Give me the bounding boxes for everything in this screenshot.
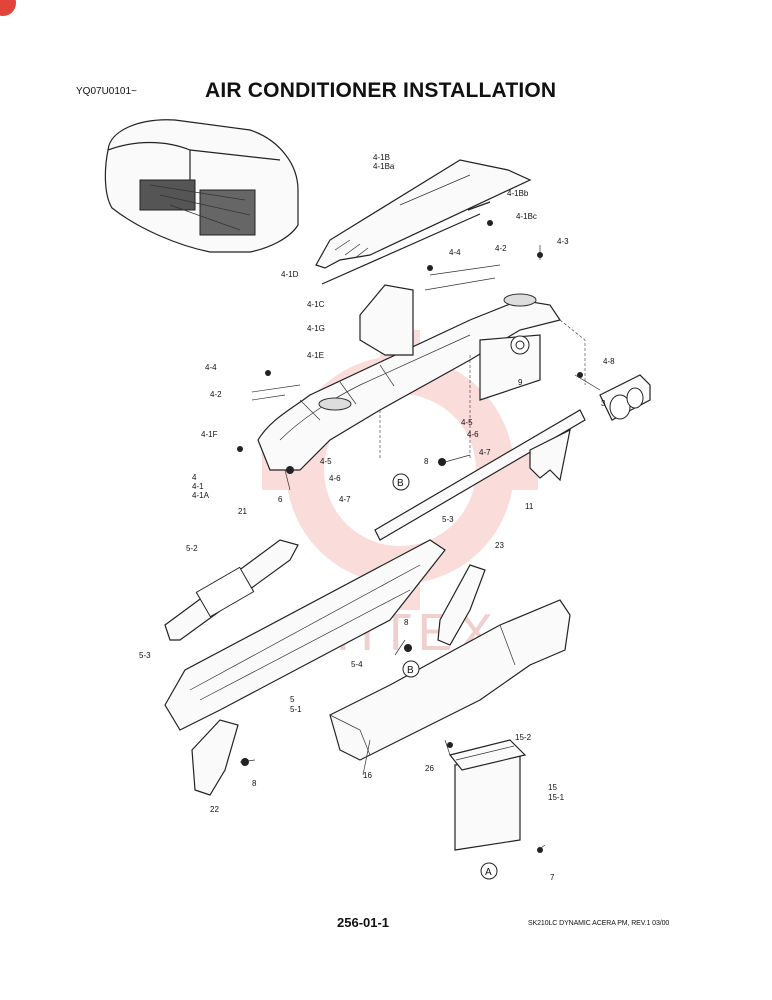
callout: 4-3 — [557, 237, 569, 246]
callout: 4-1G — [307, 324, 325, 333]
machine-overview — [104, 119, 299, 253]
page-title: AIR CONDITIONER INSTALLATION — [205, 79, 557, 102]
callout: 4-1A — [192, 491, 210, 500]
callout: 4-7 — [339, 495, 351, 504]
callout: 7 — [550, 873, 555, 882]
callout: 4-1 — [192, 482, 204, 491]
callout: 5-2 — [186, 544, 198, 553]
callout: 16 — [363, 771, 372, 780]
corner-marker — [0, 0, 16, 16]
svg-text:B: B — [397, 478, 404, 489]
callout: 6 — [278, 495, 283, 504]
callout: 5-1 — [290, 705, 302, 714]
callout: 5-3 — [442, 515, 454, 524]
callout: 4 — [192, 473, 197, 482]
callout: 4-4 — [449, 248, 461, 257]
callout: 4-1Bb — [507, 189, 529, 198]
callout: 4-2 — [495, 244, 507, 253]
callout: 4-1F — [201, 430, 218, 439]
callout: 4-1C — [307, 300, 325, 309]
callout: 15 — [548, 783, 557, 792]
callout: 4-1Bc — [516, 212, 537, 221]
svg-text:B: B — [407, 665, 414, 676]
callout: 5 — [290, 695, 295, 704]
callout: 8 — [404, 618, 409, 627]
callout: 4-1D — [281, 270, 299, 279]
callout: 4-7 — [479, 448, 491, 457]
callout: 4-5 — [320, 457, 332, 466]
callout: 15-1 — [548, 793, 565, 802]
callout: 4-5 — [461, 418, 473, 427]
callout: 4-4 — [205, 363, 217, 372]
callout: 23 — [495, 541, 504, 550]
section-marker-b-upper: B — [392, 473, 410, 491]
svg-text:A: A — [485, 867, 492, 878]
callout: 4-6 — [467, 430, 479, 439]
callout: 5-4 — [351, 660, 363, 669]
section-marker-a: A — [480, 862, 498, 880]
callout: 3 — [601, 399, 606, 408]
callout: 15-2 — [515, 733, 532, 742]
callout: 4-6 — [329, 474, 341, 483]
serial-range: YQ07U0101~ — [76, 86, 137, 97]
cover-4-1B — [315, 159, 532, 269]
callout: 5-3 — [139, 651, 151, 660]
callout: 4-1B — [373, 153, 390, 162]
callout: 4-2 — [210, 390, 222, 399]
callout: 4-8 — [603, 357, 615, 366]
callout: 11 — [525, 502, 534, 511]
callout: 4-1Ba — [373, 162, 395, 171]
callout: 26 — [425, 764, 434, 773]
document-reference: SK210LC DYNAMIC ACERA PM, REV.1 03/00 — [528, 920, 670, 927]
callout: 8 — [252, 779, 257, 788]
callout: 9 — [518, 378, 523, 387]
page-number: 256-01-1 — [337, 915, 390, 930]
callout: 4-1E — [307, 351, 324, 360]
callout: 8 — [424, 457, 429, 466]
callout: 21 — [238, 507, 247, 516]
callout: 22 — [210, 805, 219, 814]
section-marker-b-lower: B — [402, 660, 420, 678]
